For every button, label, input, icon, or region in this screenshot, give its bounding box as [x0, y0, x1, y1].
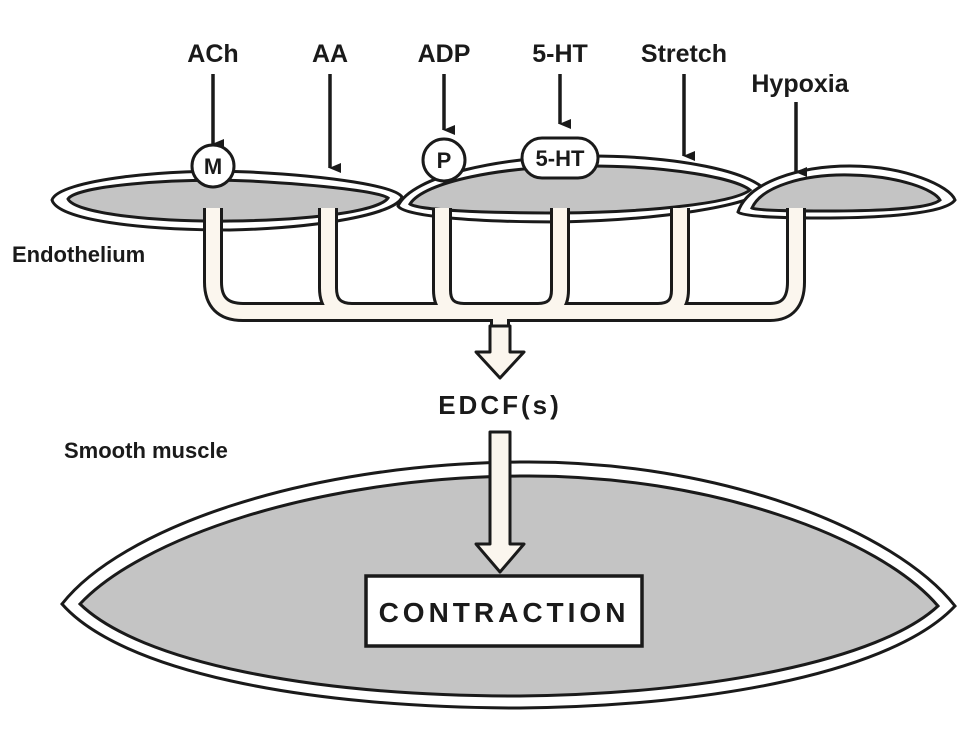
stimulus-aa: AA [312, 40, 348, 68]
stimulus-hypoxia: Hypoxia [751, 70, 849, 98]
stimulus-adp: ADP [418, 40, 471, 68]
signal-pipes [213, 208, 796, 344]
hollow-arrow-to-edcf [476, 326, 524, 378]
receptor-m-label: M [204, 154, 222, 179]
endothelial-cell-3 [738, 166, 955, 218]
stimulus-5ht: 5-HT [532, 40, 588, 68]
stimulus-ach: ACh [187, 40, 238, 68]
contraction-label: CONTRACTION [379, 597, 630, 628]
smooth-muscle-label: Smooth muscle [64, 438, 228, 463]
receptor-5ht-label: 5-HT [536, 146, 585, 171]
stimulus-stretch: Stretch [641, 40, 727, 68]
endothelium-label: Endothelium [12, 242, 145, 267]
receptor-p-label: P [437, 148, 452, 173]
edcf-label: EDCF(s) [438, 390, 562, 420]
